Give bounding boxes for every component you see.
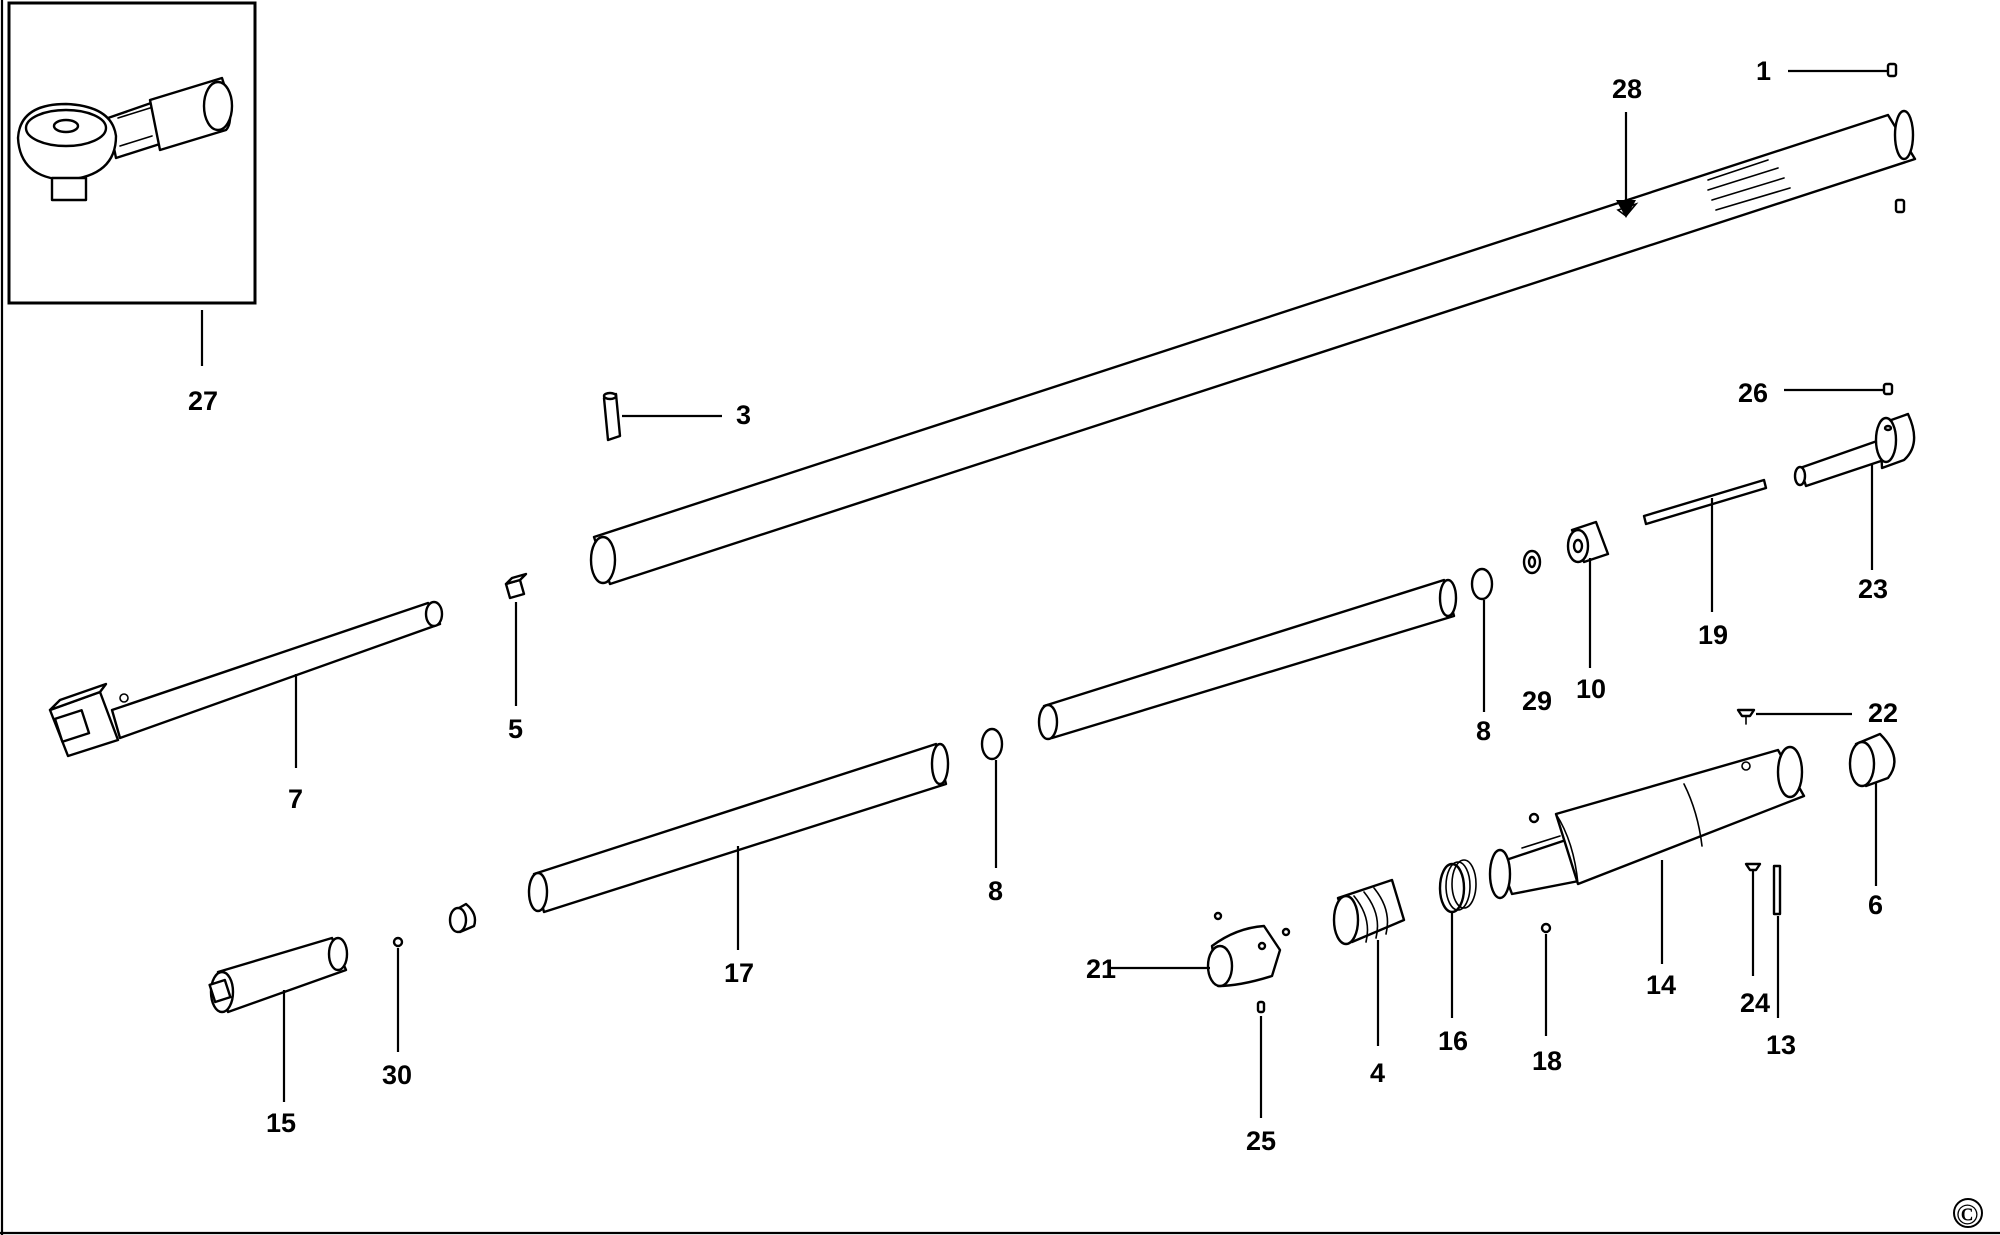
small-nut xyxy=(448,902,477,934)
callout-3: 3 xyxy=(736,400,751,430)
callout-15: 15 xyxy=(266,1108,296,1138)
part-5-cube xyxy=(504,572,528,706)
part-4-ring xyxy=(1332,878,1406,1046)
part-26-screw xyxy=(1784,382,1894,396)
callout-30: 30 xyxy=(382,1060,412,1090)
callout-6: 6 xyxy=(1868,890,1883,920)
callout-16: 16 xyxy=(1438,1026,1468,1056)
callout-21: 21 xyxy=(1086,954,1116,984)
callout-13: 13 xyxy=(1766,1030,1796,1060)
part-14-dot xyxy=(1528,812,1540,824)
callout-23: 23 xyxy=(1858,574,1888,604)
part-15-socket xyxy=(208,936,349,1102)
callout-25: 25 xyxy=(1246,1126,1276,1156)
part-14-body xyxy=(1488,745,1806,964)
callout-28: 28 xyxy=(1612,74,1642,104)
callout-7: 7 xyxy=(288,784,303,814)
part-30-ball xyxy=(392,936,404,1052)
callout-22: 22 xyxy=(1868,698,1898,728)
callout-26: 26 xyxy=(1738,378,1768,408)
callout-27: 27 xyxy=(188,386,218,416)
copyright-mark: © xyxy=(1953,1198,1983,1231)
callout-18: 18 xyxy=(1532,1046,1562,1076)
callout-19: 19 xyxy=(1698,620,1728,650)
part-13-pin xyxy=(1772,864,1782,1018)
part-1-pin xyxy=(1788,62,1906,214)
callout-1: 1 xyxy=(1756,56,1771,86)
mid-tube xyxy=(1037,578,1458,741)
callout-5: 5 xyxy=(508,714,523,744)
part-10-bushing xyxy=(1566,520,1610,668)
part-25-pin xyxy=(1256,1000,1266,1118)
callout-8-left: 8 xyxy=(988,876,1003,906)
part-17-tube xyxy=(527,742,950,950)
callout-14: 14 xyxy=(1646,970,1676,1000)
inset-assembled-wrench xyxy=(7,1,257,305)
part-18-ball xyxy=(1540,922,1552,1036)
part-29-washer xyxy=(1522,549,1542,575)
part-24-pin xyxy=(1744,862,1762,976)
callout-8-right: 8 xyxy=(1476,716,1491,746)
callout-24: 24 xyxy=(1740,988,1770,1018)
part-8-disc-a xyxy=(980,727,1004,868)
copyright-symbol: © xyxy=(1956,1198,1978,1231)
part-8-disc-b xyxy=(1470,567,1494,712)
part-16-spring xyxy=(1438,859,1477,1018)
callout-10: 10 xyxy=(1576,674,1606,704)
part-22-screw xyxy=(1736,708,1852,725)
callout-labels: 1 28 3 27 26 23 19 10 29 8 5 7 22 6 8 17… xyxy=(188,56,1898,1156)
part-19-rod xyxy=(1642,478,1768,612)
indicator-arrow-28 xyxy=(1616,112,1636,218)
part-3-pin xyxy=(602,391,722,442)
part-23-adjuster xyxy=(1793,412,1916,570)
outer-tube xyxy=(589,109,1917,586)
part-7-drive-bar xyxy=(48,600,444,768)
callout-29: 29 xyxy=(1522,686,1552,716)
callout-17: 17 xyxy=(724,958,754,988)
part-21-cap xyxy=(1110,911,1291,988)
part-6-cap xyxy=(1848,732,1896,886)
callout-4: 4 xyxy=(1370,1058,1385,1088)
